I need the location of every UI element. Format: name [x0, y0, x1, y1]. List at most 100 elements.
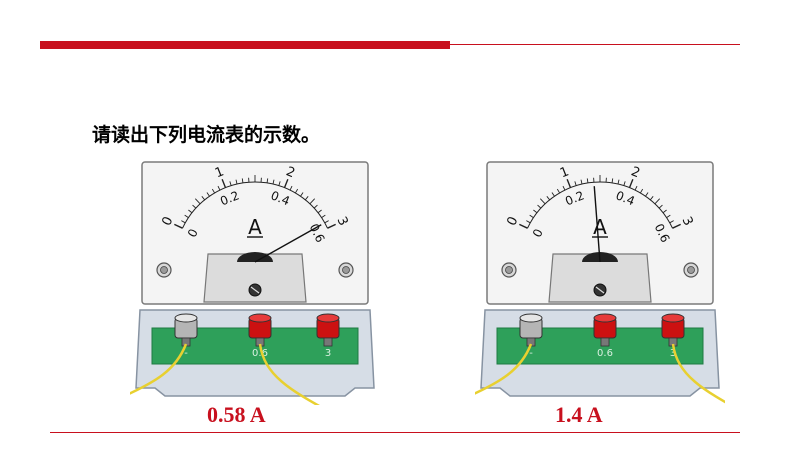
terminal-top: [174, 313, 198, 323]
pivot-cap: [237, 252, 273, 262]
terminal-top: [519, 313, 543, 323]
footer-line: [50, 432, 740, 433]
scale-label-lower: 0.2: [218, 188, 241, 208]
scale-tick: [174, 223, 183, 229]
scale-tick: [321, 214, 326, 219]
terminal-label: 3: [670, 348, 676, 359]
zero-adjust-slot: [250, 286, 260, 294]
scale-tick: [295, 188, 299, 194]
unit-symbol: A: [593, 215, 607, 239]
scale-tick: [235, 179, 238, 185]
scale-tick: [672, 223, 681, 229]
scale-tick: [181, 220, 186, 224]
scale-tick: [574, 181, 577, 186]
scale-tick: [278, 181, 281, 186]
scale-tick: [272, 179, 275, 185]
scale-tick: [241, 178, 244, 183]
scale-tick: [654, 198, 661, 205]
terminal-label: 0.6: [252, 348, 268, 359]
scale-tick: [194, 198, 201, 205]
scale-tick: [324, 220, 329, 224]
face-screw-center: [160, 266, 168, 274]
wire-positive: [258, 343, 320, 405]
answer-1: 0.58 A: [207, 402, 266, 427]
terminal-label: 0.6: [597, 348, 613, 359]
scale-tick: [645, 192, 649, 197]
scale-label-lower: 0.4: [614, 188, 637, 208]
scale-tick: [551, 192, 555, 197]
scale-tick: [662, 209, 667, 214]
pivot-window: [203, 253, 307, 303]
scale-tick: [221, 179, 227, 188]
scale-tick: [283, 179, 289, 188]
meter-face-panel: [141, 161, 369, 305]
face-screw-center: [505, 266, 513, 274]
scale-tick: [313, 204, 318, 209]
scale-tick: [201, 196, 206, 201]
face-screw-center: [342, 266, 350, 274]
scale-tick: [533, 209, 538, 214]
unit-symbol: A: [248, 215, 262, 239]
scale-tick: [623, 181, 626, 186]
scale-tick: [617, 179, 620, 185]
scale-tick: [562, 185, 566, 191]
scale-tick: [217, 185, 221, 191]
scale-tick: [289, 185, 293, 191]
scale-arc: [527, 181, 673, 229]
scale-tick: [309, 198, 316, 205]
scale-tick: [628, 179, 634, 188]
scale-tick: [556, 188, 560, 194]
wire-negative: [130, 343, 188, 395]
scale-tick: [304, 196, 309, 201]
needle: [254, 224, 322, 263]
scale-tick: [184, 214, 189, 219]
scale-tick: [266, 178, 269, 183]
scale-tick: [188, 209, 193, 214]
scale-tick: [658, 204, 663, 209]
header-bar-thick: [40, 41, 450, 49]
question-text: 请读出下列电流表的示数。: [92, 124, 321, 146]
scale-tick: [666, 214, 671, 219]
scale-tick: [586, 178, 589, 183]
terminal-label: -: [184, 348, 188, 359]
wire-positive: [671, 343, 725, 404]
wire-negative: [475, 343, 533, 395]
face-screw-center: [687, 266, 695, 274]
scale-tick: [611, 178, 614, 183]
terminal-top: [661, 313, 685, 323]
scale-tick: [634, 185, 638, 191]
terminal-top: [316, 313, 340, 323]
scale-tick: [546, 196, 551, 201]
scale-tick: [566, 179, 572, 188]
terminal-label: -: [529, 348, 533, 359]
scale-tick: [206, 192, 210, 197]
scale-label-lower: 0.4: [269, 188, 292, 208]
scale-tick: [640, 188, 644, 194]
scale-tick: [669, 220, 674, 224]
scale-tick: [300, 192, 304, 197]
pivot-window: [548, 253, 652, 303]
terminal-post: [600, 337, 610, 347]
terminal-label: 3: [325, 348, 331, 359]
meter-face-panel: [486, 161, 714, 305]
zero-adjust-slot: [595, 286, 605, 294]
scale-tick: [580, 179, 583, 185]
header-bar-thin: [450, 44, 740, 45]
terminal-post: [323, 337, 333, 347]
needle: [593, 186, 601, 263]
scale-tick: [192, 204, 197, 209]
answer-2: 1.4 A: [555, 402, 603, 427]
scale-tick: [211, 188, 215, 194]
scale-arc: [182, 181, 328, 229]
scale-tick: [537, 204, 542, 209]
scale-tick: [519, 223, 528, 229]
scale-tick: [327, 223, 336, 229]
scale-label-lower: 0.2: [563, 188, 586, 208]
scale-tick: [526, 220, 531, 224]
scale-tick: [229, 181, 232, 186]
scale-tick: [539, 198, 546, 205]
